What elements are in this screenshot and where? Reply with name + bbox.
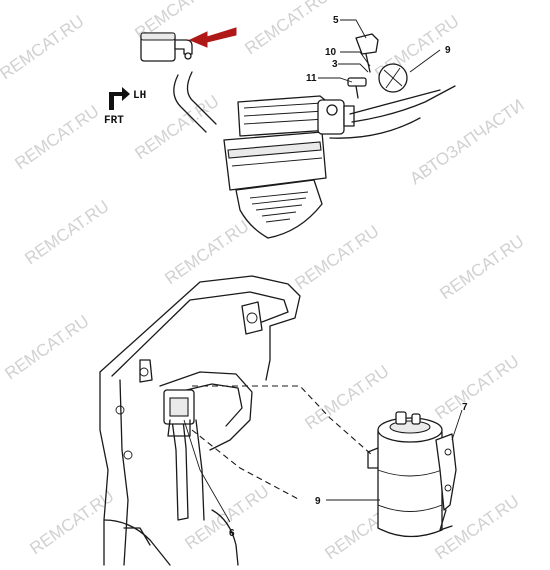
- callout-9-top: 9: [445, 45, 451, 56]
- orientation-indicator: LH FRT: [104, 87, 146, 127]
- orientation-arrow-icon: [109, 87, 130, 110]
- watermark: REMCAT.RU: [21, 197, 112, 269]
- callout-5: 5: [333, 15, 339, 26]
- watermark: REMCAT.RU: [436, 232, 527, 304]
- watermark: REMCAT.RU: [1, 312, 92, 384]
- canister: [367, 411, 457, 538]
- dashed-connectors: [191, 385, 373, 501]
- connector-detail: [140, 32, 217, 133]
- orientation-lh: LH: [133, 90, 146, 102]
- watermark: REMCAT.RU: [11, 102, 102, 174]
- engine-assembly: [223, 33, 456, 239]
- top-callout-leaders: [318, 19, 441, 83]
- callout-9-bottom: 9: [315, 496, 321, 507]
- callout-11: 11: [306, 73, 317, 84]
- orientation-frt: FRT: [104, 115, 124, 127]
- callout-6: 6: [229, 528, 235, 539]
- highlight-arrow-icon: [188, 27, 237, 48]
- body-panel: [99, 275, 301, 566]
- watermark: REMCAT.RU: [241, 0, 332, 58]
- watermark: REMCAT.RU: [301, 362, 392, 434]
- callout-3: 3: [332, 59, 338, 70]
- callout-10: 10: [325, 47, 337, 58]
- watermark: REMCAT.RU: [291, 222, 382, 294]
- watermark: REMCAT.RU: [431, 352, 522, 424]
- lower-callout-leaders: [183, 409, 463, 523]
- watermark: REMCAT.RU: [0, 12, 88, 84]
- callout-7: 7: [462, 402, 468, 413]
- watermark: АВТОЗАПЧАСТИ: [406, 95, 527, 188]
